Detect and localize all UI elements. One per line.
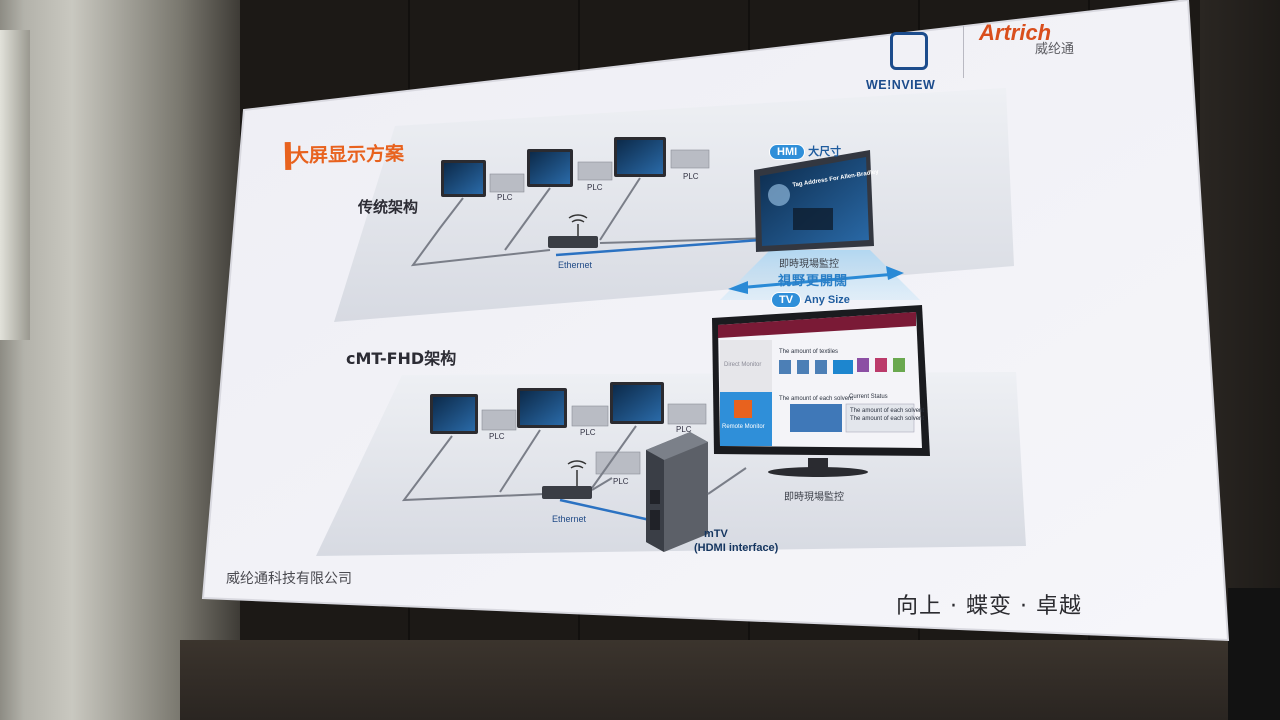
bottom-plc-label-2: PLC	[580, 428, 596, 437]
speaker	[1228, 588, 1280, 720]
floor-area	[180, 640, 1280, 720]
hmi-caption: 即時現場監控	[779, 259, 839, 270]
tv-menu-direct-monitor: Direct Monitor	[724, 362, 762, 368]
bottom-plc-2	[571, 405, 609, 427]
top-plc-label-1: PLC	[497, 193, 513, 202]
bottom-plc-label-1: PLC	[489, 432, 505, 441]
slogan: 向上 · 蝶变 · 卓越	[896, 594, 1082, 619]
bottom-plc-label-4: PLC	[613, 477, 629, 486]
bottom-hmi-1	[430, 394, 478, 434]
bottom-hmi-2	[517, 388, 567, 428]
top-ethernet-label: Ethernet	[558, 260, 593, 270]
logo-divider	[963, 26, 964, 78]
slide-title: 大屏显示方案	[289, 142, 405, 168]
bottom-plc-1	[481, 409, 517, 431]
tv-caption: 即時現場監控	[784, 492, 844, 503]
bottom-plc-3	[667, 403, 707, 425]
top-plc-label-2: PLC	[587, 183, 603, 192]
bottom-plc-label-3: PLC	[676, 425, 692, 434]
cmt-fhd-architecture-label: cMT-FHD架构	[346, 349, 457, 368]
large-hmi	[754, 150, 874, 252]
wall-pillar	[0, 30, 30, 340]
artrich-logo-subtitle: 威纶通	[1035, 42, 1075, 57]
mtv-box	[646, 432, 708, 552]
view-beam	[720, 250, 920, 300]
tv-amount-solvent: The amount of each solvent	[779, 396, 854, 402]
top-plc-3	[670, 149, 710, 169]
mtv-name-label: mTV	[704, 528, 728, 540]
top-hmi-3	[614, 137, 666, 177]
top-plc-label-3: PLC	[683, 172, 699, 181]
top-plc-1	[489, 173, 525, 193]
bottom-hmi-3	[610, 382, 664, 424]
tv-badge-tag: TV	[771, 292, 802, 308]
tv-status-line-1: The amount of each solvent	[850, 408, 925, 414]
big-tv	[712, 305, 930, 477]
top-hmi-1	[441, 160, 486, 197]
tv-badge-text: Any Size	[804, 294, 850, 306]
bottom-ethernet-label: Ethernet	[552, 514, 587, 524]
weinview-logo-text: WE!NVIEW	[866, 78, 936, 92]
tv-current-status: Current Status	[849, 394, 888, 400]
hmi-badge-text: 大尺寸	[808, 145, 842, 158]
top-hmi-2	[527, 149, 573, 187]
bottom-plc-4	[595, 451, 641, 475]
company-name: 威纶通科技有限公司	[226, 571, 352, 587]
artrich-logo-text: Artrich	[979, 20, 1052, 45]
hmi-badge-tag: HMI	[769, 144, 806, 160]
wide-view-label: 視野更開闊	[778, 274, 849, 289]
tv-amount-textiles: The amount of textiles	[779, 349, 839, 355]
room-wall-left	[0, 0, 240, 720]
tv-status-line-2: The amount of each solvent	[850, 416, 925, 422]
tv-menu-remote-monitor: Remote Monitor	[722, 424, 765, 430]
traditional-architecture-label: 传统架构	[358, 198, 419, 216]
top-network-switch	[548, 214, 598, 248]
weinview-logo-icon	[890, 32, 928, 70]
bottom-network-switch	[542, 460, 592, 499]
mtv-interface-label: (HDMI interface)	[694, 542, 779, 554]
top-plc-2	[577, 161, 613, 181]
